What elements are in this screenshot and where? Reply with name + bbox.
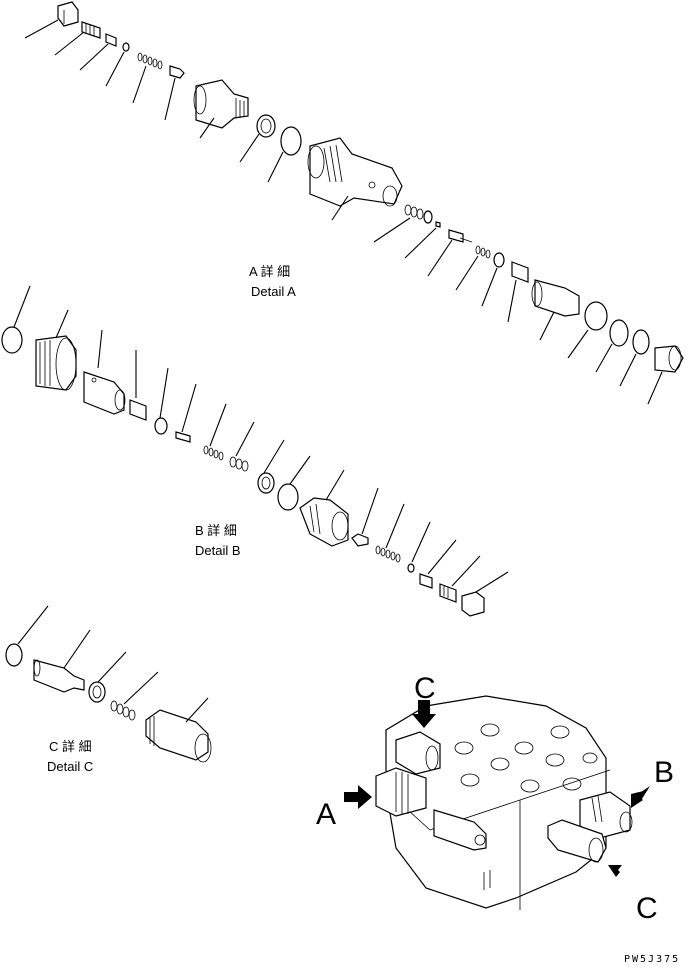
a-part-spring-2 xyxy=(373,204,433,243)
view-arrow-c-bottom xyxy=(608,865,630,882)
b-part-screw xyxy=(439,555,481,603)
view-letter-c-top: C xyxy=(414,672,436,705)
detail-a-label: A 詳 細 Detail A xyxy=(249,264,296,299)
a-part-seat-body xyxy=(193,79,249,139)
c-part-spring xyxy=(110,671,159,721)
drawing-code: PW5J375 xyxy=(624,954,680,965)
detail-b-jp: B 詳 細 xyxy=(195,523,237,538)
a-part-backup-ring-2 xyxy=(595,319,629,373)
detail-a-jp: A 詳 細 xyxy=(249,264,290,279)
view-arrow-a xyxy=(344,785,372,809)
c-part-sleeve xyxy=(145,697,212,763)
b-part-body xyxy=(35,309,77,391)
a-part-spring-3 xyxy=(455,245,505,307)
a-part-plug xyxy=(79,33,117,71)
detail-c-jp: C 詳 細 xyxy=(49,739,92,754)
b-part-plug xyxy=(129,350,147,421)
b-part-spring-3 xyxy=(375,503,405,563)
c-part-o-ring xyxy=(5,605,49,667)
a-part-needle xyxy=(404,221,441,259)
valve-block-assembly xyxy=(375,695,633,910)
detail-c-en: Detail C xyxy=(47,759,93,774)
b-part-poppet xyxy=(351,487,379,547)
b-part-o-ring xyxy=(1,285,31,354)
a-part-o-ring xyxy=(267,126,302,183)
b-part-spring xyxy=(203,403,227,461)
a-part-poppet xyxy=(164,65,185,121)
a-part-plug-2 xyxy=(507,261,529,323)
b-part-pin xyxy=(175,383,197,443)
detail-b-en: Detail B xyxy=(195,543,241,558)
b-part-spring-2 xyxy=(229,421,255,472)
a-part-small-ring xyxy=(105,42,130,87)
b-part-seat xyxy=(299,469,349,547)
a-part-o-ring-3 xyxy=(619,329,650,387)
b-part-o-ring-2 xyxy=(277,455,311,511)
view-letter-b: B xyxy=(654,756,674,789)
a-part-backup-ring xyxy=(239,114,276,163)
a-part-cap xyxy=(647,345,684,405)
a-part-o-ring-2 xyxy=(567,301,608,359)
b-part-nut xyxy=(461,571,509,617)
view-letter-a: A xyxy=(316,798,336,831)
a-part-spring xyxy=(132,52,163,104)
view-letter-c-bottom: C xyxy=(636,892,658,925)
b-part-ring xyxy=(407,521,431,573)
a-part-main-sleeve xyxy=(307,137,403,221)
view-arrow-b xyxy=(631,786,650,808)
detail-a-parts xyxy=(24,1,684,405)
view-arrow-c-top xyxy=(412,700,436,728)
b-part-backup-ring xyxy=(257,439,285,494)
a-part-screw xyxy=(54,21,101,56)
c-part-plug xyxy=(33,629,91,693)
a-part-nut xyxy=(24,1,79,39)
detail-b-parts xyxy=(1,285,509,617)
b-part-plug-2 xyxy=(419,539,457,589)
detail-c-label: C 詳 細 Detail C xyxy=(47,739,93,774)
b-part-washer xyxy=(154,367,169,435)
detail-a-en: Detail A xyxy=(251,284,296,299)
detail-b-label: B 詳 細 Detail B xyxy=(195,523,241,558)
a-part-piston xyxy=(531,279,580,341)
c-part-backup-ring xyxy=(88,651,127,703)
b-part-sleeve xyxy=(83,329,126,415)
detail-c-parts xyxy=(5,605,212,763)
a-part-pin xyxy=(427,229,473,277)
